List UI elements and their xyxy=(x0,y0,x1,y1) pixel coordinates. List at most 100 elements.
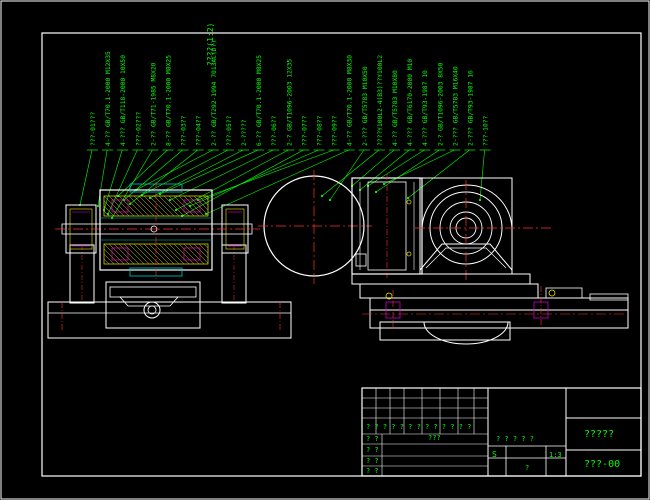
callout-dot-9 xyxy=(140,193,144,197)
callout-dot-23 xyxy=(374,190,378,194)
drawing-border xyxy=(41,32,642,477)
callout-label-18: 2-??? GB/T5783 M10X50 xyxy=(362,66,369,146)
callout-leader-12 xyxy=(169,149,274,201)
callout-leader-16 xyxy=(197,149,334,201)
hatch-line xyxy=(133,195,155,217)
signature-cell-1: ? ? xyxy=(366,446,379,454)
hatch-line xyxy=(138,195,160,217)
callout-leader-20 xyxy=(351,149,395,187)
hatch-line xyxy=(143,243,165,265)
callout-dot-13 xyxy=(174,208,178,212)
left-support-posts xyxy=(69,244,247,304)
callout-label-17: 4-?? GB/T70.1-2000 M8X30 xyxy=(347,55,354,146)
callout-dot-25 xyxy=(406,196,410,200)
hatch-line xyxy=(113,195,135,217)
callout-label-11: 6-?? GB/T70.1-2000 M8X25 xyxy=(256,55,263,146)
callout-label-7: ???-04?? xyxy=(196,115,203,146)
hatch-line xyxy=(178,243,200,265)
hatch-line xyxy=(198,243,209,254)
central-housing xyxy=(99,182,213,280)
callout-dot-12 xyxy=(168,198,172,202)
callout-dot-18 xyxy=(328,198,332,202)
marks-row: ? ? ? ? ? ? ? ? ? ? ? ? ? xyxy=(366,423,471,431)
hatch-line xyxy=(203,195,209,201)
hatch-line xyxy=(123,195,145,217)
left-base-plate xyxy=(47,281,292,339)
callout-leader-10 xyxy=(149,149,244,199)
hatch-line xyxy=(108,243,130,265)
callout-label-9: ???-05?? xyxy=(226,115,233,146)
hatch-line xyxy=(133,243,155,265)
hatch-line xyxy=(103,248,120,265)
lower-sleeve-hatch xyxy=(103,243,209,265)
callout-label-14: ???-07?? xyxy=(301,115,308,146)
hatch-line xyxy=(198,195,209,206)
callout-leader-2 xyxy=(103,149,123,211)
callout-leader-9 xyxy=(141,149,229,196)
hatch-line xyxy=(128,195,150,217)
hatch-line xyxy=(103,253,115,265)
hatch-line xyxy=(178,195,200,217)
callout-label-2: 4-??? GB/T118-2000 10X50 xyxy=(120,55,127,146)
center-label: ??? xyxy=(428,434,441,442)
hatch-line xyxy=(183,195,205,217)
callout-label-5: 8-?? GB/T70.1-2000 M8X25 xyxy=(166,55,173,146)
scale-value: 1:3 xyxy=(549,451,562,459)
callout-label-13: 2-? GB/T1096-2003 12X35 xyxy=(286,59,293,146)
question-row: ? ? ? ? ? xyxy=(496,435,534,443)
hatch-line xyxy=(118,195,140,217)
callout-label-23: 2-? GB/T1096-2003 8X50 xyxy=(437,62,444,146)
callout-label-24: 2-??? GB/T5783 M16X40 xyxy=(452,66,459,146)
callout-label-25: 2-??? GB/T93-1987 16 xyxy=(468,70,475,146)
callout-leader-25 xyxy=(407,149,470,199)
hatch-line xyxy=(183,243,205,265)
callout-dot-24 xyxy=(382,182,386,186)
callout-label-1: 4-?? GB/T70.1-2000 M12X35 xyxy=(105,51,112,146)
callout-leader-0 xyxy=(79,149,93,206)
hatch-line xyxy=(123,243,145,265)
hatch-line xyxy=(103,243,125,265)
callout-leader-19 xyxy=(321,149,380,197)
hatch-line xyxy=(203,243,209,249)
callout-leader-13 xyxy=(175,149,289,211)
hatch-line xyxy=(128,243,150,265)
motor-end-view xyxy=(258,170,372,284)
callout-dot-26 xyxy=(478,198,482,202)
hatch-line xyxy=(103,258,110,265)
main-shaft xyxy=(55,223,260,235)
hatch-line xyxy=(148,195,170,217)
callout-dot-7 xyxy=(128,202,132,206)
callout-dot-11 xyxy=(158,192,162,196)
hatch-line xyxy=(188,195,209,216)
hatch-line xyxy=(168,243,190,265)
callout-label-16: ???-09?? xyxy=(332,115,339,146)
hatch-line xyxy=(158,195,180,217)
callout-leader-8 xyxy=(135,149,213,191)
callout-label-15: ???-08?? xyxy=(317,115,324,146)
hatch-line xyxy=(193,195,209,211)
callout-dot-19 xyxy=(320,194,324,198)
callout-label-19: ????Y100L2-4(B3)??Y100L2 xyxy=(377,55,384,146)
callout-label-22: 4-??? GB/T93-1987 10 xyxy=(422,70,429,146)
hatch-line xyxy=(163,243,185,265)
callout-label-3: ???-02??? xyxy=(135,112,142,146)
hatch-line xyxy=(103,195,125,217)
signature-cell-2: ? ? xyxy=(366,457,379,465)
callout-leader-6 xyxy=(123,149,183,201)
callout-leader-18 xyxy=(329,149,365,201)
callout-label-12: ???-06?? xyxy=(271,115,278,146)
hatch-line xyxy=(103,205,115,217)
mark-s: S xyxy=(492,450,497,459)
signature-cell-0: ? ? xyxy=(366,435,379,443)
title-block-grid xyxy=(361,387,489,477)
signature-cell-3: ? ? xyxy=(366,467,379,475)
callout-leader-24 xyxy=(383,149,455,185)
callout-label-6: ???-03?? xyxy=(181,115,188,146)
hatch-line xyxy=(103,200,120,217)
callout-dot-1 xyxy=(96,204,100,208)
pulley-assembly xyxy=(415,177,552,280)
hatch-line xyxy=(153,243,175,265)
callout-label-20: 4-?? GB/T5783 M10X80 xyxy=(392,70,399,146)
